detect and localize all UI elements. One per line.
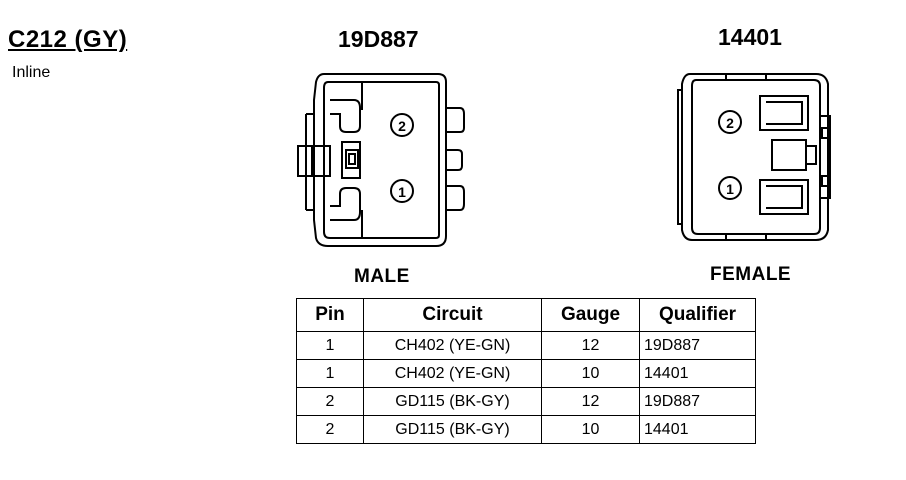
cell-pin: 1 [296, 359, 364, 388]
cell-qualifier: 14401 [639, 415, 756, 444]
table-row: 1 CH402 (YE-GN) 12 19D887 [296, 331, 756, 360]
female-pin-1-circle [718, 176, 742, 200]
male-label: MALE [354, 266, 410, 287]
header-circuit: Circuit [363, 298, 542, 332]
male-pin-2-label: 2 [398, 118, 406, 134]
female-pin-2-label: 2 [726, 115, 734, 131]
cell-gauge: 12 [541, 331, 640, 360]
female-pin-2-circle [718, 110, 742, 134]
table-row: 1 CH402 (YE-GN) 10 14401 [296, 359, 756, 388]
connector-id: C212 (GY) [8, 26, 128, 53]
cell-gauge: 12 [541, 387, 640, 416]
cell-circuit: GD115 (BK-GY) [363, 387, 542, 416]
cell-pin: 2 [296, 387, 364, 416]
connector-type: Inline [12, 64, 51, 81]
female-connector-drawing: 2 1 [677, 73, 831, 241]
cell-qualifier: 19D887 [639, 387, 756, 416]
male-pin-1-circle [390, 179, 414, 203]
cell-circuit: GD115 (BK-GY) [363, 415, 542, 444]
cell-qualifier: 14401 [639, 359, 756, 388]
table-header-row: Pin Circuit Gauge Qualifier [296, 298, 756, 332]
header-qualifier: Qualifier [639, 298, 756, 332]
table-row: 2 GD115 (BK-GY) 10 14401 [296, 415, 756, 444]
header-gauge: Gauge [541, 298, 640, 332]
cell-circuit: CH402 (YE-GN) [363, 359, 542, 388]
female-part-number: 14401 [718, 24, 782, 50]
header-pin: Pin [296, 298, 364, 332]
male-part-number: 19D887 [338, 26, 419, 52]
cell-pin: 2 [296, 415, 364, 444]
male-pin-2-circle [390, 113, 414, 137]
cell-circuit: CH402 (YE-GN) [363, 331, 542, 360]
table-row: 2 GD115 (BK-GY) 12 19D887 [296, 387, 756, 416]
cell-gauge: 10 [541, 359, 640, 388]
cell-qualifier: 19D887 [639, 331, 756, 360]
pin-table: Pin Circuit Gauge Qualifier 1 CH402 (YE-… [296, 298, 756, 444]
male-connector-drawing: 2 1 [297, 73, 465, 247]
female-pin-1-label: 1 [726, 181, 734, 197]
female-label: FEMALE [710, 264, 792, 285]
male-pin-1-label: 1 [398, 184, 406, 200]
cell-gauge: 10 [541, 415, 640, 444]
cell-pin: 1 [296, 331, 364, 360]
